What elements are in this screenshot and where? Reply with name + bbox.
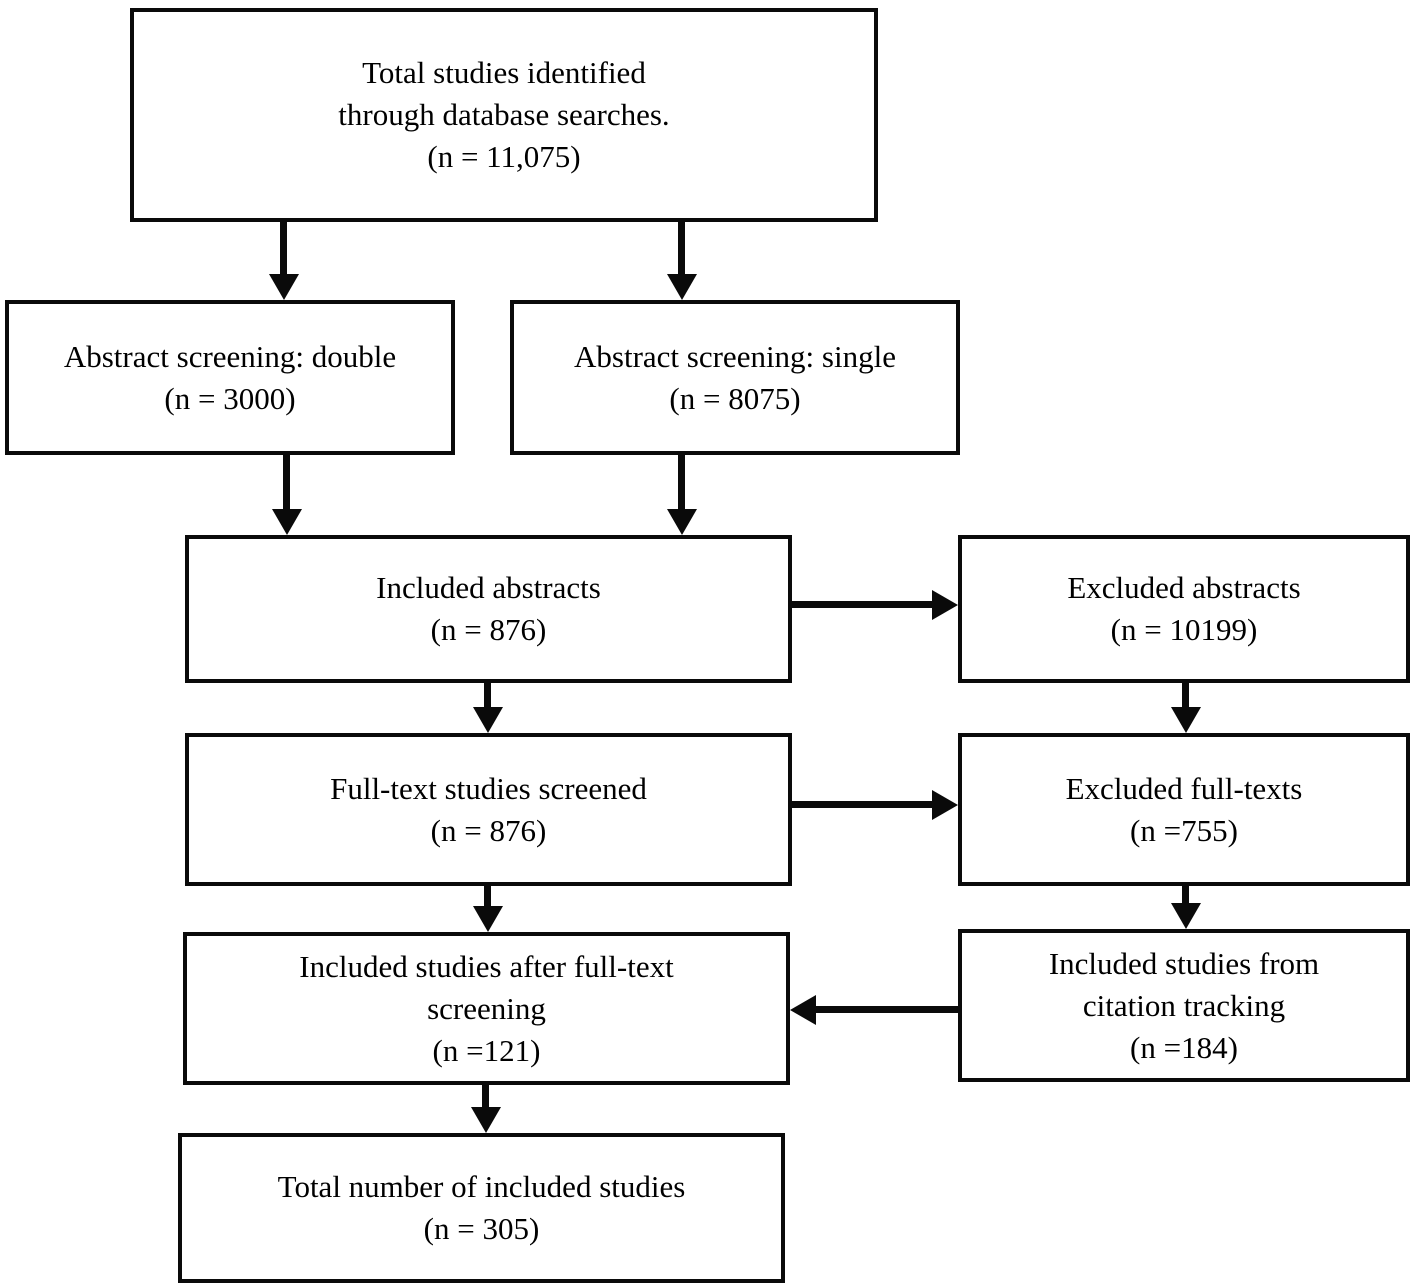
node-fulltext-screened: Full-text studies screened (n = 876) [185,733,792,886]
node-count: (n = 876) [430,612,547,647]
arrowhead-right-icon [932,589,958,620]
arrow-citation-tracking-to-included-after [790,994,958,1025]
node-text-line: Excluded full-texts [1065,770,1303,806]
arrow-double-to-included-abstracts [271,455,302,535]
node-count: (n = 10199) [1110,612,1258,647]
arrowhead-down-icon [666,509,697,535]
node-text-line: Full-text studies screened [330,770,647,806]
node-text-line: citation tracking [1082,987,1286,1023]
arrowhead-down-icon [268,274,299,300]
arrowhead-right-icon [932,789,958,820]
arrow-included-after-to-total [470,1085,501,1133]
node-text-line: Included abstracts [376,570,601,605]
node-count: (n =184) [1130,1029,1238,1065]
arrow-total-to-single [666,222,697,300]
arrowhead-down-icon [271,509,302,535]
arrow-single-to-included-abstracts [666,455,697,535]
node-text-line: Included studies after full-text [299,948,674,984]
node-total-included: Total number of included studies (n = 30… [178,1133,785,1283]
node-text-line: through database searches. [338,97,670,132]
node-count: (n = 3000) [164,380,296,416]
arrow-fulltext-to-excluded-fulltexts [792,789,958,820]
arrowhead-down-icon [666,274,697,300]
arrowhead-down-icon [1170,707,1201,733]
node-excluded-abstracts: Excluded abstracts (n = 10199) [958,535,1410,683]
arrow-included-abstracts-to-fulltext [472,683,503,733]
node-excluded-fulltexts: Excluded full-texts (n =755) [958,733,1410,886]
node-text-line: Excluded abstracts [1067,570,1301,605]
node-count: (n = 8075) [669,380,801,416]
arrow-total-to-double [268,222,299,300]
node-text-line: Total studies identified [362,55,646,90]
node-included-after-fulltext: Included studies after full-text screeni… [183,932,790,1085]
node-text-line: screening [427,990,546,1026]
node-text-line: Abstract screening: single [574,338,896,374]
node-text-line: Total number of included studies [277,1169,686,1204]
node-total-identified: Total studies identified through databas… [130,8,878,222]
node-text-line: Included studies from [1048,945,1320,981]
node-abstract-screening-single: Abstract screening: single (n = 8075) [510,300,960,455]
arrow-fulltext-to-included-after [472,886,503,932]
node-count: (n = 305) [423,1211,540,1246]
arrow-excluded-abstracts-to-excluded-fulltexts [1170,683,1201,733]
arrowhead-down-icon [472,707,503,733]
node-count: (n =121) [432,1032,541,1068]
arrow-excluded-fulltexts-to-citation-tracking [1170,886,1201,929]
node-count: (n = 876) [430,812,547,848]
node-abstract-screening-double: Abstract screening: double (n = 3000) [5,300,455,455]
arrowhead-down-icon [472,906,503,932]
arrowhead-left-icon [790,994,816,1025]
node-included-citation-tracking: Included studies from citation tracking … [958,929,1410,1082]
node-count: (n =755) [1130,812,1238,848]
node-text-line: Abstract screening: double [63,338,397,374]
node-included-abstracts: Included abstracts (n = 876) [185,535,792,683]
node-count: (n = 11,075) [427,139,581,174]
arrowhead-down-icon [1170,903,1201,929]
arrow-included-abstracts-to-excluded-abstracts [792,589,958,620]
arrowhead-down-icon [470,1107,501,1133]
